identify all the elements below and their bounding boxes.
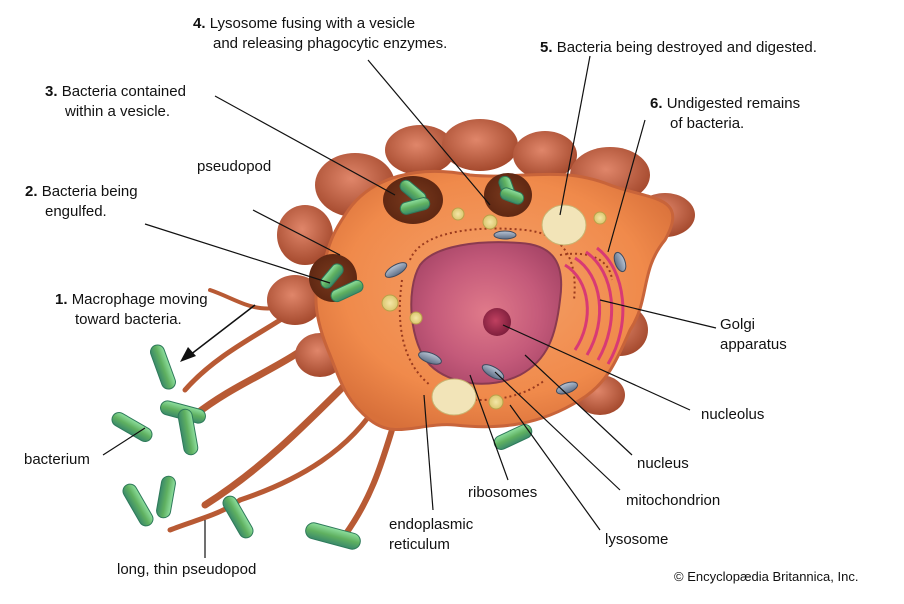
- er-label: endoplasmic reticulum: [389, 515, 473, 555]
- step-number: 5.: [540, 39, 553, 56]
- step-text: of bacteria.: [670, 115, 745, 132]
- step-text: Macrophage moving: [71, 291, 208, 308]
- step-text: Undigested remains: [666, 95, 801, 112]
- step-text: Lysosome fusing with a vesicle: [209, 15, 416, 32]
- step-number: 6.: [650, 95, 663, 112]
- er-label-line: endoplasmic: [389, 516, 474, 533]
- endoplasmic-reticulum: [398, 227, 613, 401]
- bacterium-label: bacterium: [24, 451, 90, 468]
- leader-lines: [102, 55, 717, 558]
- step-number: 4.: [193, 15, 206, 32]
- step-6-label: 6. Undigested remains of bacteria.: [650, 94, 800, 134]
- step-text: Bacteria contained: [61, 83, 186, 100]
- golgi-label-line: apparatus: [720, 336, 787, 353]
- copyright-notice: © Encyclopædia Britannica, Inc.: [674, 569, 859, 584]
- lysosomes: [381, 207, 607, 410]
- step-2-label: 2. Bacteria being engulfed.: [25, 182, 138, 222]
- step-number: 3.: [45, 83, 58, 100]
- mitochondrion-label: mitochondrion: [626, 492, 721, 509]
- step-text: Bacteria being destroyed and digested.: [556, 39, 817, 56]
- er-label-line: reticulum: [389, 536, 450, 553]
- nucleolus: [483, 308, 511, 336]
- long-pseudopod-label: long, thin pseudopod: [117, 561, 257, 578]
- step-text: Bacteria being: [41, 183, 138, 200]
- step-text: engulfed.: [45, 203, 107, 220]
- nucleus-label: nucleus: [637, 455, 689, 472]
- step-number: 2.: [25, 183, 38, 200]
- step-5-label: 5. Bacteria being destroyed and digested…: [540, 38, 817, 58]
- step-4-label: 4. Lysosome fusing with a vesicle and re…: [193, 14, 447, 54]
- step-number: 1.: [55, 291, 68, 308]
- golgi-apparatus: [564, 246, 625, 365]
- movement-arrow: [180, 304, 256, 362]
- step-1-label: 1. Macrophage moving toward bacteria.: [55, 290, 208, 330]
- nucleolus-label: nucleolus: [701, 406, 765, 423]
- ribosomes-label: ribosomes: [468, 484, 538, 501]
- pseudopod-label: pseudopod: [197, 158, 272, 175]
- step-text: within a vesicle.: [65, 103, 171, 120]
- mitochondria: [384, 230, 627, 395]
- step-text: toward bacteria.: [75, 311, 182, 328]
- step-3-label: 3. Bacteria contained within a vesicle.: [45, 82, 186, 122]
- step-text: and releasing phagocytic enzymes.: [213, 35, 448, 52]
- golgi-label-line: Golgi: [720, 316, 756, 333]
- lysosome-label: lysosome: [605, 531, 669, 548]
- golgi-label: Golgi apparatus: [720, 315, 787, 355]
